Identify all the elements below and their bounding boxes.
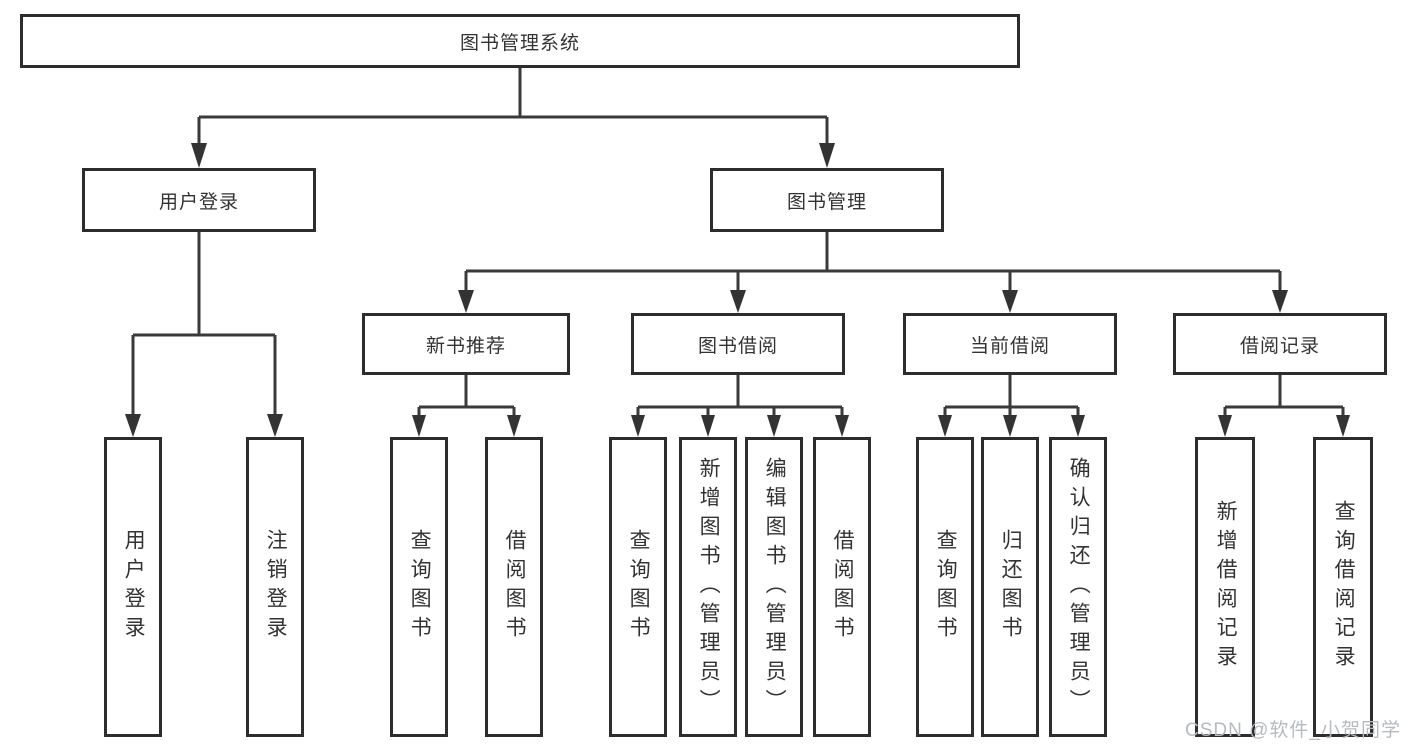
leaf-borrow-books-1: 借阅图书 — [485, 437, 543, 737]
node-user-login-label: 用户登录 — [158, 191, 239, 213]
node-root-label: 图书管理系统 — [459, 32, 580, 54]
leaf-query-borrow-record: 查询借阅记录 — [1313, 437, 1373, 737]
leaf-user-login-label: 用户登录 — [122, 529, 146, 645]
leaf-query-books-1-label: 查询图书 — [408, 529, 432, 645]
leaf-edit-books-admin: 编辑图书（管理员） — [745, 437, 803, 737]
leaf-user-login: 用户登录 — [104, 437, 162, 737]
leaf-confirm-return-admin: 确认归还（管理员） — [1049, 437, 1107, 737]
node-current-borrow-label: 当前借阅 — [969, 335, 1050, 357]
leaf-query-borrow-record-label: 查询借阅记录 — [1332, 500, 1356, 674]
leaf-add-borrow-record: 新增借阅记录 — [1195, 437, 1255, 737]
node-new-book-recommend: 新书推荐 — [362, 313, 570, 375]
node-borrow-records: 借阅记录 — [1173, 313, 1387, 375]
node-book-management-label: 图书管理 — [786, 191, 867, 213]
leaf-logout-label: 注销登录 — [264, 529, 288, 645]
leaf-query-books-3: 查询图书 — [916, 437, 974, 737]
leaf-add-books-admin: 新增图书（管理员） — [679, 437, 737, 737]
leaf-borrow-books-2-label: 借阅图书 — [831, 529, 855, 645]
leaf-query-books-3-label: 查询图书 — [934, 529, 958, 645]
leaf-add-books-admin-label: 新增图书（管理员） — [697, 456, 721, 718]
leaf-borrow-books-2: 借阅图书 — [813, 437, 871, 737]
leaf-query-books-1: 查询图书 — [390, 437, 448, 737]
leaf-add-borrow-record-label: 新增借阅记录 — [1214, 500, 1238, 674]
node-current-borrow: 当前借阅 — [903, 313, 1117, 375]
leaf-query-books-2-label: 查询图书 — [627, 529, 651, 645]
watermark: CSDN @软件_小贺同学 — [1185, 720, 1401, 741]
leaf-confirm-return-admin-label: 确认归还（管理员） — [1067, 456, 1091, 718]
arrowhead-group — [125, 143, 1350, 437]
leaf-return-books-label: 归还图书 — [999, 529, 1023, 645]
node-root: 图书管理系统 — [20, 14, 1020, 68]
node-book-borrow: 图书借阅 — [631, 313, 845, 375]
leaf-borrow-books-1-label: 借阅图书 — [503, 529, 527, 645]
leaf-query-books-2: 查询图书 — [609, 437, 667, 737]
node-book-management: 图书管理 — [710, 168, 944, 232]
node-borrow-records-label: 借阅记录 — [1239, 335, 1320, 357]
leaf-edit-books-admin-label: 编辑图书（管理员） — [763, 456, 787, 718]
node-book-borrow-label: 图书借阅 — [697, 335, 778, 357]
leaf-logout: 注销登录 — [246, 437, 304, 737]
node-new-book-recommend-label: 新书推荐 — [425, 335, 506, 357]
node-user-login: 用户登录 — [82, 168, 316, 232]
leaf-return-books: 归还图书 — [981, 437, 1039, 737]
